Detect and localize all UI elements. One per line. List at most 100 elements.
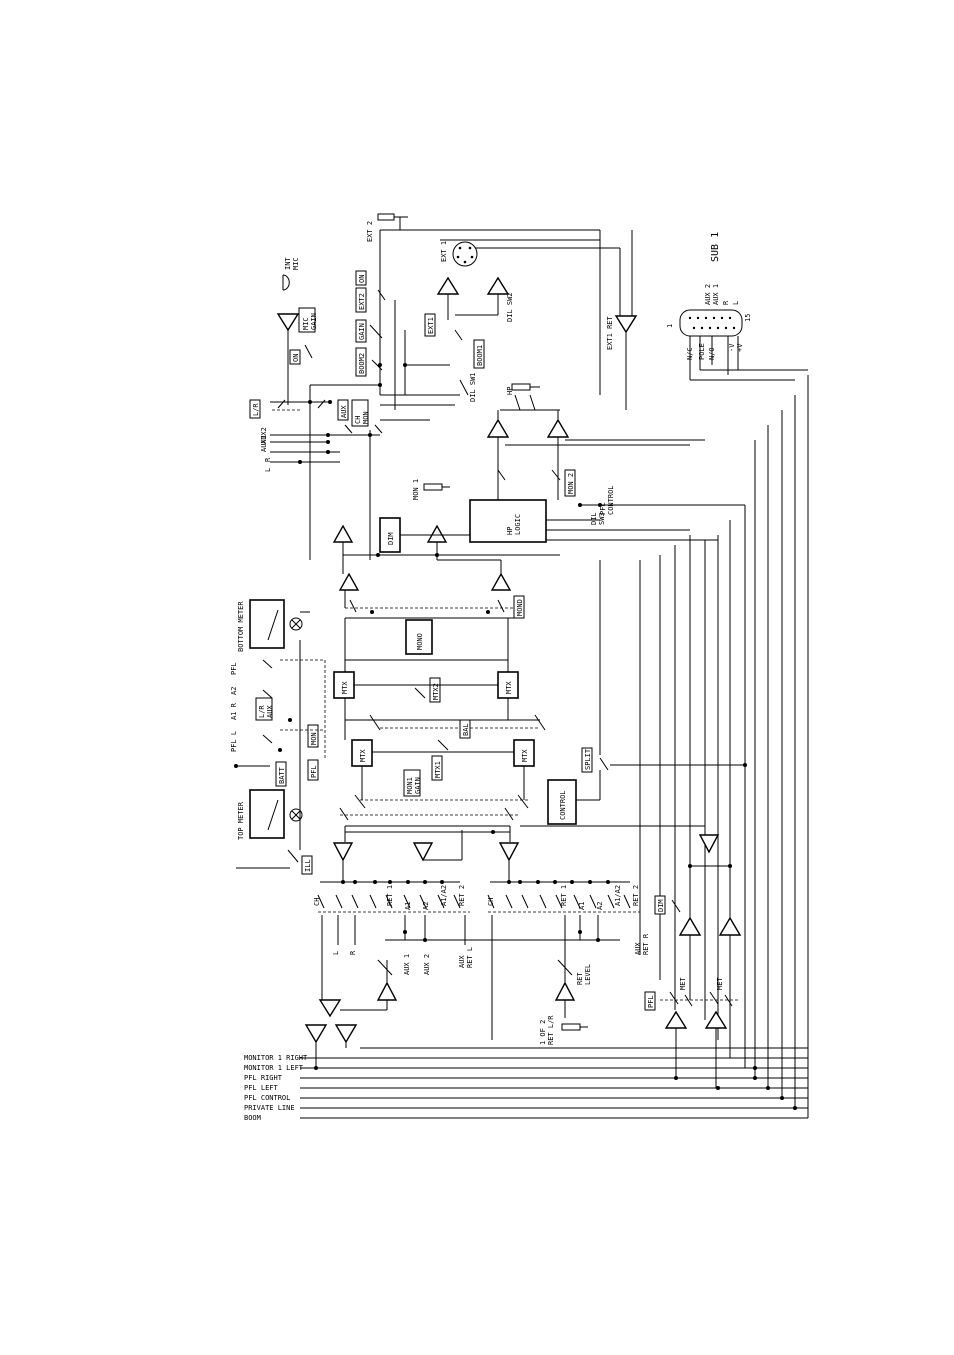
ret1-a-label: RET 1 [386, 885, 394, 906]
on-a-label: ON [292, 354, 300, 362]
mtx-label-c: MTX [359, 749, 367, 762]
aux-ret-amp-a [678, 916, 702, 936]
ext1-ret-label: EXT1 RET [606, 315, 614, 350]
ret2-b-label: RET 2 [632, 885, 640, 906]
mtx-label-d: MTX [521, 749, 529, 762]
ext2-box-label: EXT2 [358, 293, 366, 310]
mtx2-box [429, 677, 441, 703]
control-block [547, 779, 577, 825]
lr-aux-box [255, 697, 273, 721]
dil-sw3-label: DILSW3 [590, 512, 606, 525]
on-a-box [289, 349, 301, 365]
aux1-input-label: AUX 1 [403, 954, 411, 975]
ext2-jack [377, 213, 395, 221]
sub1-pin-aux1: AUX 1 [712, 284, 720, 305]
aux-box [337, 399, 349, 421]
sub1-pins [688, 316, 736, 330]
dim-label: DIM [387, 532, 395, 545]
bottom-meter [249, 599, 285, 649]
met-label-2: MET [716, 977, 724, 990]
a1r-label: A1 R [230, 702, 238, 720]
bus-label: PFL LEFT [244, 1084, 279, 1092]
mond-label: MOND [516, 599, 524, 616]
dim-amp-a [332, 524, 354, 543]
mon1-gain-box [403, 769, 421, 797]
dim-amp-b [426, 524, 448, 543]
upper-junctions [298, 363, 407, 464]
mon1-label: MON 1 [412, 479, 420, 500]
dim-box-label: DIM [657, 899, 665, 912]
mic-amp [276, 313, 300, 332]
met-amp-b [704, 1010, 728, 1029]
a1-a-label: A1 [404, 902, 412, 910]
mon-box [307, 724, 319, 748]
pfl-l-label: PFL L [230, 731, 238, 752]
aux2-input-label: AUX 2 [423, 954, 431, 975]
mon2-label: MON 2 [567, 473, 575, 494]
sub1-pin1: 1 [666, 324, 674, 328]
pfl-met-label: PFL [647, 995, 655, 1008]
sub1-pin-minus-v: -V [728, 343, 736, 352]
sub1-pin15: 15 [744, 314, 752, 322]
bus-lines [300, 1057, 808, 1119]
ill-box [301, 855, 313, 875]
sum-amp-c [498, 842, 520, 862]
mond-box [513, 595, 525, 619]
int-mic: INT MIC [282, 257, 300, 291]
bottom-meter-label: BOTTOM METER [237, 601, 245, 652]
mtx1-box [431, 755, 443, 781]
aux-ret-r-label: AUXRET R [634, 933, 650, 955]
r-input-label: R [349, 950, 357, 955]
aux-ret-l-label: AUXRET L [458, 947, 474, 968]
dil-sw1-label: DIL SW1 [469, 372, 477, 402]
aux-ret-amp-b [718, 916, 742, 936]
out-amp-l1 [304, 1024, 328, 1044]
mon1-gain-label: MON1GAIN [406, 777, 422, 794]
mon-label: MON [310, 732, 318, 745]
bottom-meter-lamp [289, 617, 303, 631]
bus-label: PFL RIGHT [244, 1074, 283, 1082]
pfl-met-box [644, 991, 656, 1011]
sub1-pin-aux2: AUX 2 [704, 284, 712, 305]
mic-gain-label: MICGAIN [302, 313, 318, 330]
split-label: SPLIT [584, 748, 592, 770]
bal-box [459, 719, 471, 739]
lr-aux-label: L/RAUX [258, 705, 274, 718]
bus-label: PFL CONTROL [244, 1094, 290, 1102]
dil-sw2-label: DIL SW2 [506, 292, 514, 322]
hp-jack [511, 383, 531, 391]
ret-amp-a [376, 981, 398, 1001]
met-label-1: MET [679, 977, 687, 990]
bus-label: MONITOR 1 RIGHT [244, 1054, 308, 1062]
bus-label: MONITOR 1 LEFT [244, 1064, 304, 1072]
pfl-amp [698, 834, 720, 854]
out-amp-l2 [334, 1024, 358, 1044]
bal-label: BAL [462, 723, 470, 736]
a2-a-label: A2 [422, 902, 430, 910]
pfl-a-label: PFL [230, 662, 238, 675]
sub1-label: SUB 1 [710, 232, 721, 262]
top-meter-label: TOP METER [237, 801, 245, 840]
ch-mon-box [351, 399, 369, 427]
a2-label: A2 [230, 687, 238, 695]
batt-box [275, 761, 287, 787]
on-b-box [355, 270, 367, 286]
hp-label: HP [506, 387, 514, 395]
mtx-label-a: MTX [341, 681, 349, 694]
ext1-box [424, 313, 436, 337]
aux1-label: AUX1 [260, 435, 268, 452]
mtx2-label: MTX2 [432, 683, 440, 700]
l-input-label: L [332, 951, 340, 955]
hp-amp-b [546, 418, 570, 438]
a2-b-label: A2 [596, 902, 604, 910]
hp-logic-label: HP LOGIC [506, 514, 522, 535]
dim-box [654, 895, 666, 915]
ext2-box [355, 287, 367, 313]
ext2-top-label: EXT 2 [366, 221, 374, 242]
right-risers [639, 375, 809, 1118]
pfl-box [307, 759, 319, 781]
pfl-control-label: PFLCONTROL [599, 485, 615, 515]
batt-label: BATT [278, 766, 286, 784]
ext1-ret-amp [614, 315, 638, 334]
